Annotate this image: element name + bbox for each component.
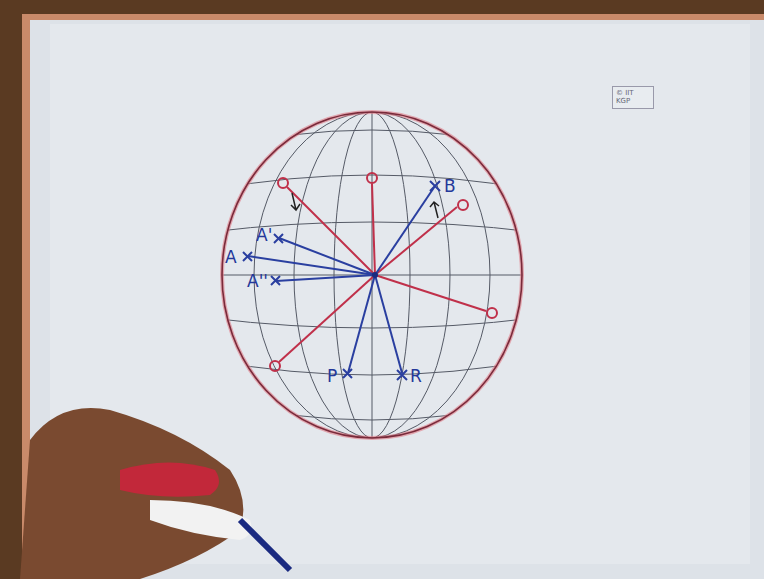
watermark: © IIT KGP <box>612 86 654 109</box>
direction-label: A <box>225 249 237 266</box>
direction-label: A' <box>256 227 272 244</box>
direction-label: R <box>410 368 422 385</box>
direction-label: P <box>327 368 337 385</box>
direction-label: B <box>444 178 456 195</box>
direction-label: A'' <box>247 273 268 290</box>
